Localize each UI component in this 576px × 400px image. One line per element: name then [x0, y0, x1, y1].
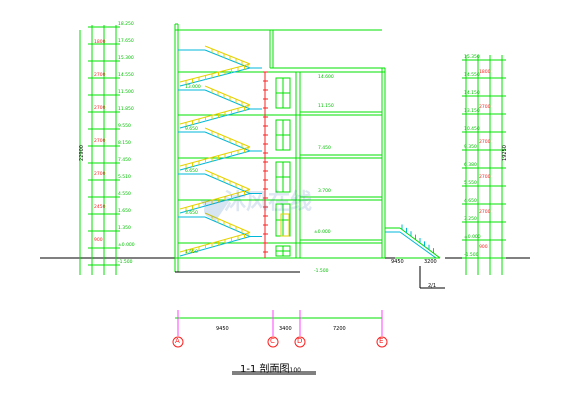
- stair-handrail: [204, 45, 251, 65]
- stair-flight: [204, 131, 251, 152]
- windows: [275, 77, 291, 257]
- building-outline: [174, 23, 386, 273]
- drawing-scale: 100: [289, 367, 301, 374]
- left-level-label: 18.250: [118, 22, 134, 27]
- stair-handrail: [179, 146, 251, 167]
- stair-flight: [204, 89, 251, 110]
- right-level-label: 15.350: [464, 55, 480, 60]
- left-level-label: 11.850: [118, 107, 134, 112]
- axis-label-d: D: [297, 337, 303, 345]
- right-level-label: 13.150: [464, 109, 480, 114]
- left-segment-dim: 2700: [94, 73, 106, 78]
- left-segment-dim: 2700: [94, 106, 106, 111]
- door: [280, 213, 290, 237]
- floor-slabs: [178, 29, 382, 259]
- right-segment-dim: 2700: [479, 210, 491, 215]
- right-segment-dim: 2700: [479, 105, 491, 110]
- left-segment-dim: 2700: [94, 139, 106, 144]
- watermark: [200, 200, 230, 222]
- stair-flight: [204, 216, 251, 237]
- room-level-label: 3.700: [318, 189, 331, 194]
- left-segment-dim: 2700: [94, 172, 106, 177]
- right-level-label: -1.500: [464, 253, 479, 258]
- stair-handrail: [179, 232, 251, 253]
- stair-handrail: [179, 189, 251, 210]
- left-level-label: 9.550: [118, 124, 131, 129]
- stair-level-label: 6.650: [185, 169, 198, 174]
- right-level-label: 4.650: [464, 199, 477, 204]
- stair-flight: [179, 67, 251, 87]
- left-level-label: -1.500: [118, 260, 133, 265]
- stair-flight: [179, 108, 251, 129]
- left-segment-dim: 2450: [94, 205, 106, 210]
- right-callout: 2/1: [428, 283, 437, 289]
- left-level-label: 11.500: [118, 90, 134, 95]
- stair-level-label: 9.650: [185, 127, 198, 132]
- left-segment-dim: 900: [94, 238, 103, 243]
- stair-flight: [204, 173, 251, 194]
- stair-handrail: [179, 104, 251, 125]
- stair-dim-column: [263, 71, 268, 258]
- right-segment-dim: 1800: [479, 70, 491, 75]
- right-level-label: ±0.000: [464, 235, 481, 240]
- left-level-label: 4.550: [118, 192, 131, 197]
- right-level-label: 14.550: [464, 73, 480, 78]
- stair-handrail: [204, 85, 251, 106]
- stair-level-label: 1.650: [185, 250, 198, 255]
- right-level-label: 3.250: [464, 217, 477, 222]
- left-level-label: 8.150: [118, 141, 131, 146]
- left-dimension-chain: [79, 25, 120, 275]
- right-level-label: 5.550: [464, 181, 477, 186]
- stair-level-label: 3.650: [185, 211, 198, 216]
- left-level-label: 5.510: [118, 175, 131, 180]
- room-level-label: 14.600: [318, 75, 334, 80]
- left-level-label: 1.350: [118, 226, 131, 231]
- stair-flight: [179, 150, 251, 171]
- right-dimension-chain: [462, 55, 506, 275]
- right-level-label: 6.380: [464, 163, 477, 168]
- left-segment-dim: 1800: [94, 40, 106, 45]
- right-landing-dim-1: 9450: [391, 259, 404, 265]
- right-segment-dim: 900: [479, 245, 488, 250]
- right-level-label: 14.150: [464, 91, 480, 96]
- stair-handrail: [204, 127, 251, 148]
- left-level-label: 17.650: [118, 39, 134, 44]
- bottom-dim-2: 3400: [279, 326, 292, 332]
- right-level-label: 9.350: [464, 145, 477, 150]
- right-level-label: 10.450: [464, 127, 480, 132]
- right-segment-dim: 2700: [479, 140, 491, 145]
- room-level-label: 11.150: [318, 104, 334, 109]
- stair-handrail: [179, 63, 251, 83]
- right-overall-dim: 19250: [501, 145, 508, 161]
- stair-flight: [204, 49, 251, 69]
- stair-level-label: 13.000: [185, 85, 201, 90]
- left-level-label: 1.650: [118, 209, 131, 214]
- left-level-label: 14.550: [118, 73, 134, 78]
- left-level-label: 15.300: [118, 56, 134, 61]
- axis-label-a: A: [175, 337, 180, 345]
- bottom-dim-1: 9450: [216, 326, 229, 332]
- axis-dimensions: [172, 310, 388, 348]
- drawing-title: 1-1 剖面图100: [240, 360, 301, 375]
- right-segment-dim: 2700: [479, 175, 491, 180]
- left-overall-dim: 22900: [78, 145, 85, 161]
- room-level-label: ±0.000: [314, 230, 331, 235]
- bottom-dim-3: 7200: [333, 326, 346, 332]
- right-landing-dim-2: 3200: [424, 259, 437, 265]
- left-level-label: 7.450: [118, 158, 131, 163]
- left-level-label: ±0.000: [118, 243, 135, 248]
- room-level-label: -1.500: [314, 269, 329, 274]
- drawing-title-text: 1-1 剖面图: [240, 364, 290, 375]
- axis-label-c: C: [270, 337, 275, 345]
- room-level-label: 7.450: [318, 146, 331, 151]
- axis-label-e: E: [379, 337, 384, 345]
- exterior-ramp: [385, 224, 445, 289]
- stair-flights: [178, 45, 262, 257]
- watermark-text: 沐风在线: [224, 190, 313, 215]
